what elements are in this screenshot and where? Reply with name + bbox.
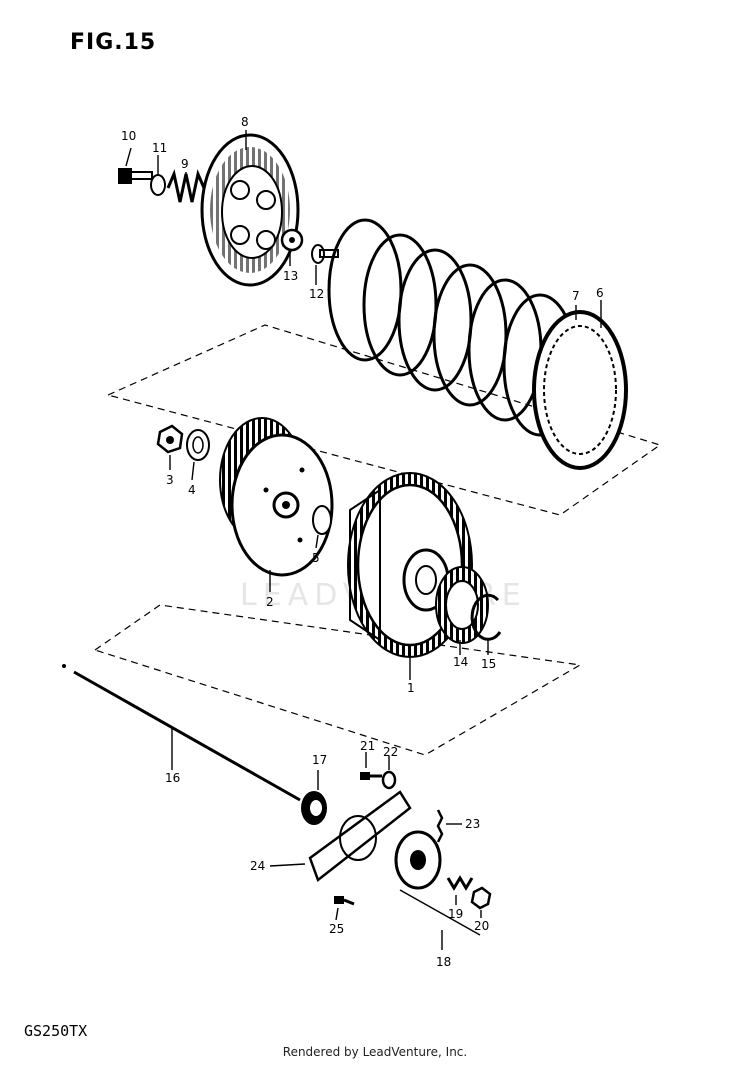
callout-24: 24 [250, 859, 265, 873]
model-code: GS250TX [24, 1022, 88, 1040]
clutch-release-part [394, 830, 481, 950]
callout-6: 6 [596, 286, 604, 300]
clutch-plate-stack [327, 218, 628, 470]
callout-16: 16 [165, 771, 180, 785]
callout-1: 1 [407, 681, 415, 695]
assembly-box-upper [106, 324, 662, 516]
oil-seal-part [301, 770, 327, 825]
callout-2: 2 [266, 595, 274, 609]
callout-10: 10 [121, 129, 136, 143]
footer-credit: Rendered by LeadVenture, Inc. [282, 1045, 468, 1059]
nut-part [156, 424, 184, 470]
callout-18: 18 [436, 955, 451, 969]
callout-11: 11 [152, 141, 167, 155]
push-piece-part [311, 244, 339, 285]
callout-21: 21 [360, 739, 375, 753]
callout-5: 5 [312, 551, 320, 565]
callout-25: 25 [329, 922, 344, 936]
adjuster-screw-part [446, 875, 474, 905]
callout-23: 23 [465, 817, 480, 831]
bolt-part [118, 147, 153, 184]
callout-4: 4 [188, 483, 196, 497]
assembly-box-lower [93, 604, 582, 756]
gasket-part [269, 790, 412, 883]
callout-22: 22 [383, 745, 398, 759]
clutch-sleeve-hub-part [219, 417, 334, 592]
callout-15: 15 [481, 657, 496, 671]
thrust-washer-part [312, 505, 332, 549]
callout-19: 19 [448, 907, 463, 921]
figure-title: FIG.15 [70, 30, 157, 55]
nut-20-part [470, 886, 492, 918]
screw-25-part [334, 896, 355, 921]
callout-7: 7 [572, 289, 580, 303]
spring-23-part [436, 809, 462, 843]
callout-12: 12 [309, 287, 324, 301]
callout-20: 20 [474, 919, 489, 933]
callout-13: 13 [283, 269, 298, 283]
washer-part [150, 155, 166, 196]
washer-22-part [381, 756, 397, 790]
callout-3: 3 [166, 473, 174, 487]
spring-part [166, 169, 206, 203]
callout-17: 17 [312, 753, 327, 767]
callout-8: 8 [241, 115, 249, 129]
callout-9: 9 [181, 157, 189, 171]
pressure-plate-part [200, 130, 300, 287]
callout-14: 14 [453, 655, 468, 669]
push-rod-part [62, 664, 301, 802]
screw-part [360, 752, 382, 780]
circlip-part [470, 593, 502, 655]
bearing-part [280, 228, 304, 266]
kick-driven-gear-part [435, 566, 489, 655]
lock-washer-part [186, 429, 210, 481]
